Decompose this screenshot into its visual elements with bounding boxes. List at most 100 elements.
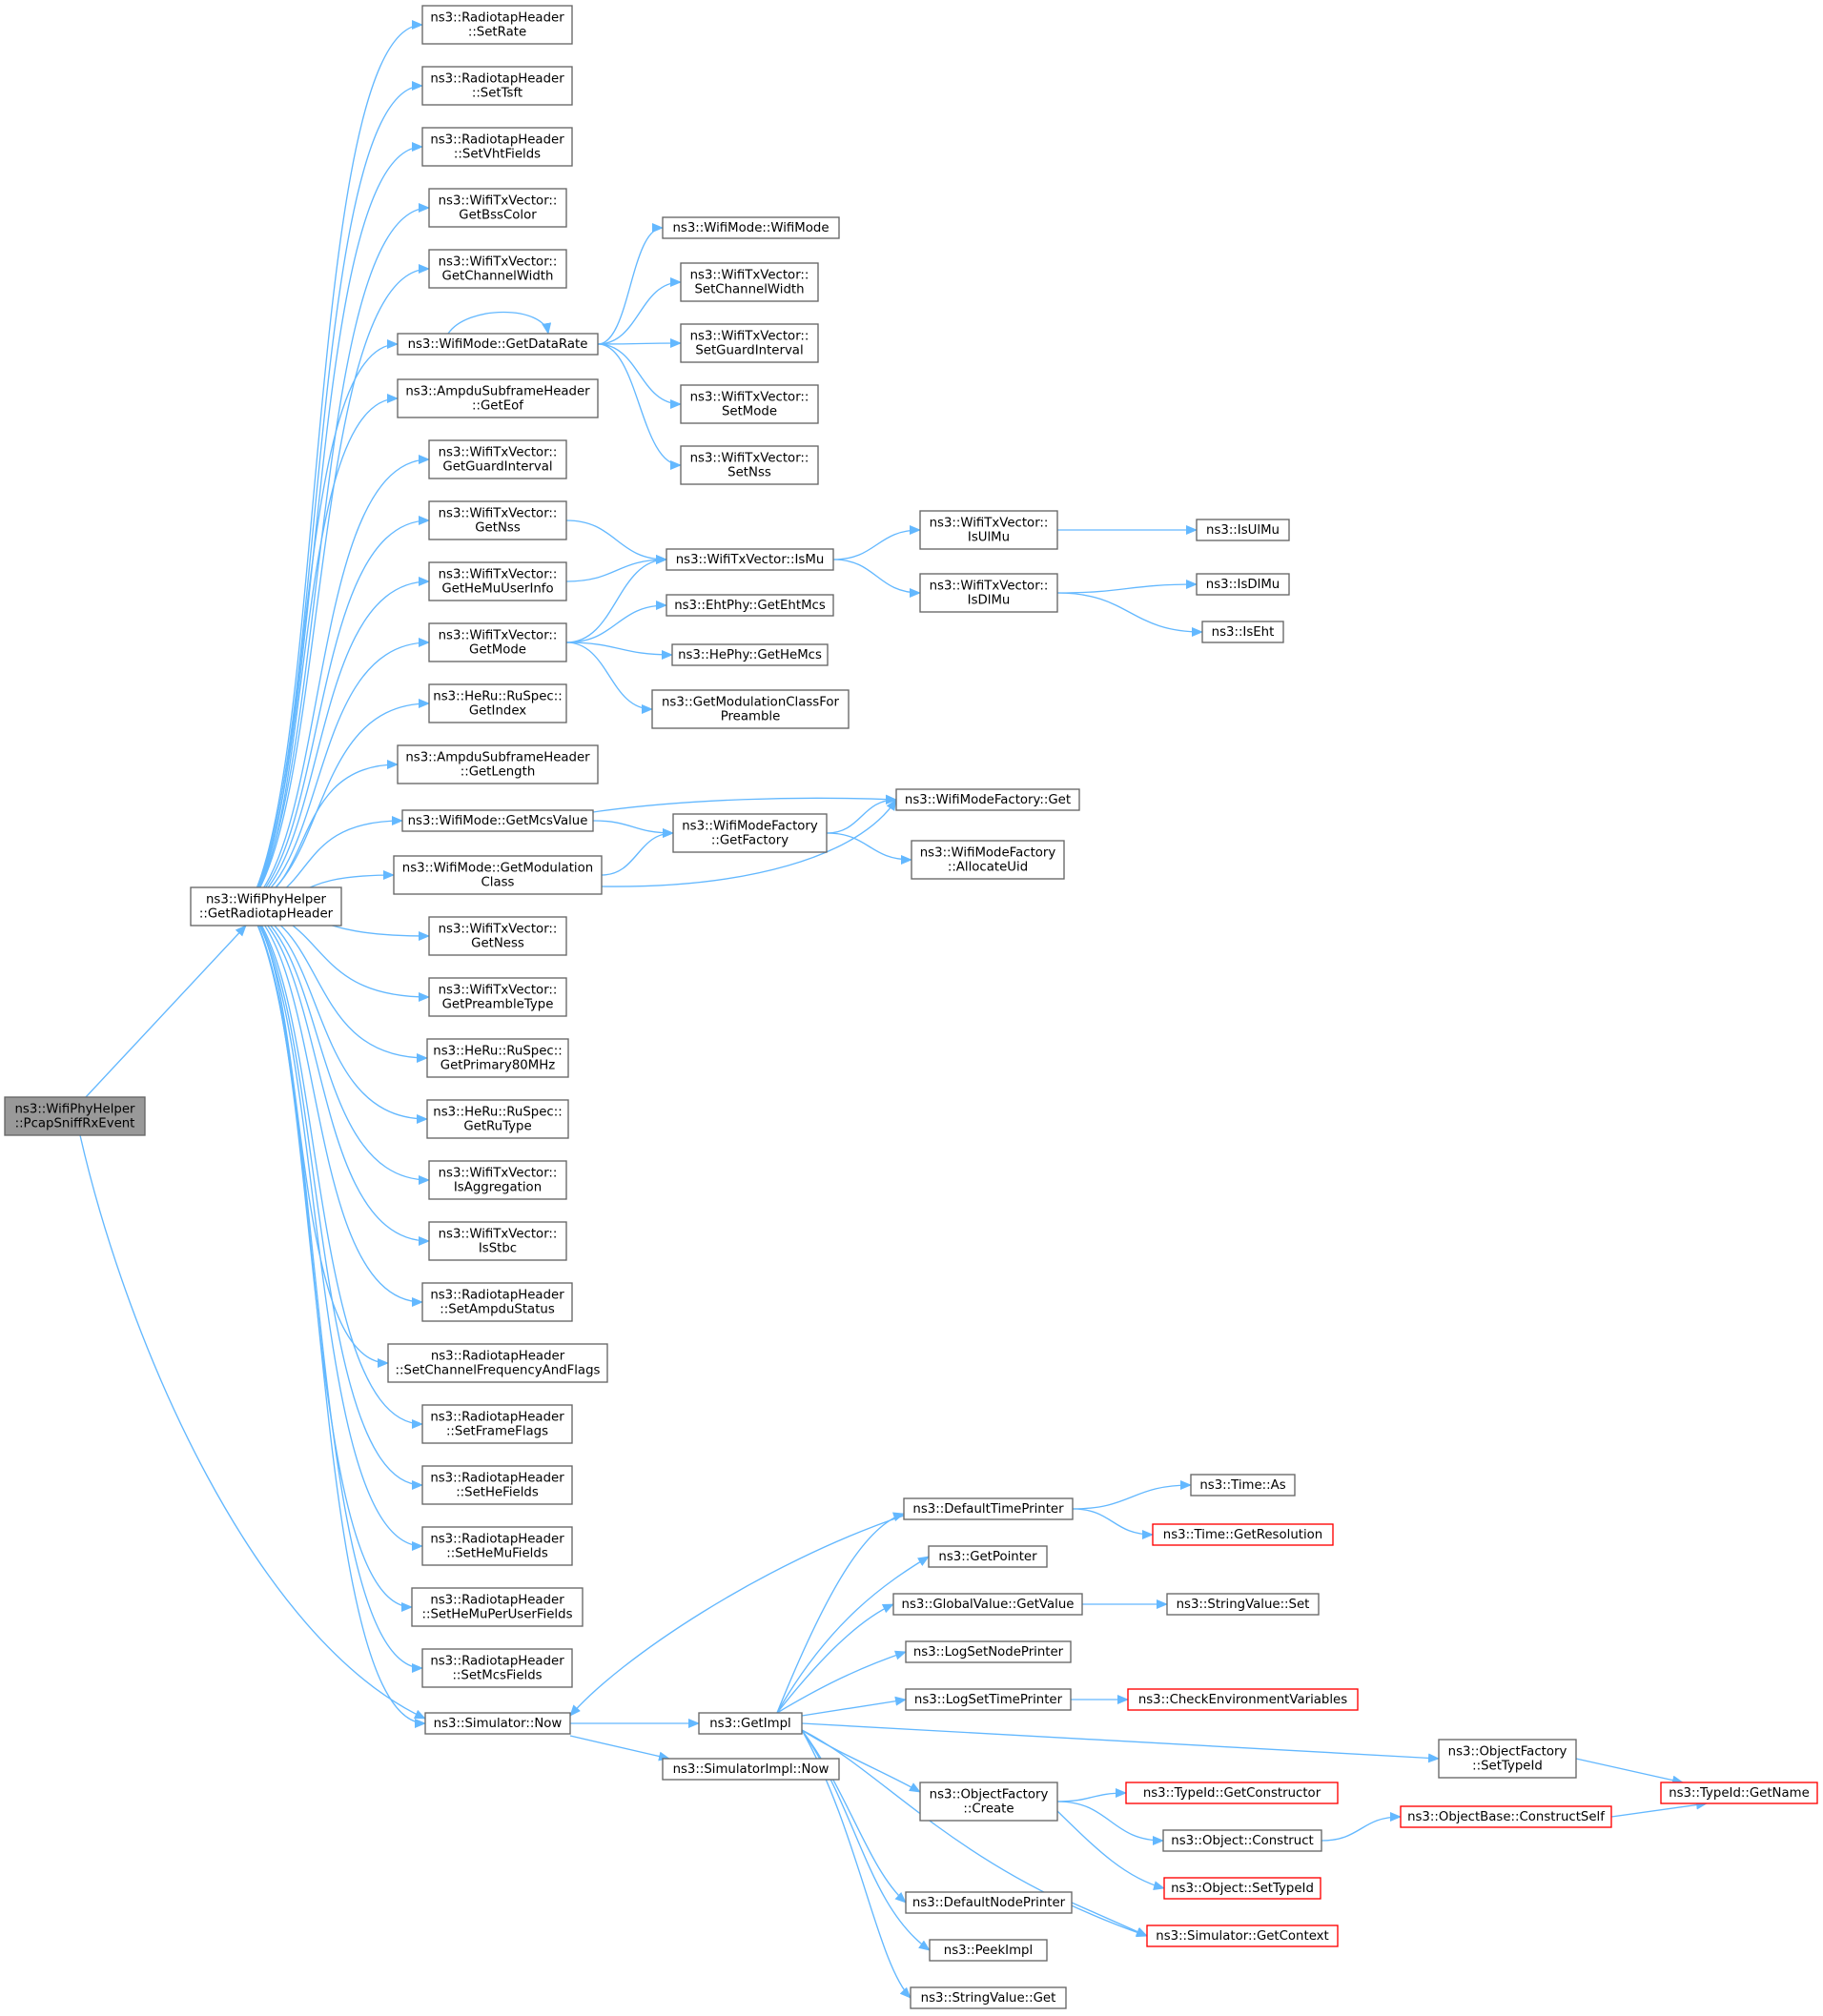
node-peek[interactable]: ns3::PeekImpl <box>929 1939 1048 1962</box>
node-box[interactable] <box>671 643 829 666</box>
node-shemu[interactable]: ns3::RadiotapHeader::SetHeMuFields <box>421 1526 573 1566</box>
node-box[interactable] <box>424 1712 571 1735</box>
node-svset[interactable]: ns3::StringValue::Set <box>1166 1593 1320 1616</box>
node-tgc[interactable]: ns3::TypeId::GetConstructor <box>1125 1782 1339 1804</box>
node-box[interactable] <box>1438 1739 1577 1779</box>
node-ost[interactable]: ns3::Object::SetTypeId <box>1163 1877 1321 1900</box>
node-box[interactable] <box>1400 1805 1612 1828</box>
node-box[interactable] <box>1152 1523 1334 1546</box>
node-svget[interactable]: ns3::StringValue::Get <box>910 1986 1067 2009</box>
node-box[interactable] <box>426 1038 569 1078</box>
node-box[interactable] <box>4 1096 146 1136</box>
node-gidx[interactable]: ns3::HeRu::RuSpec::GetIndex <box>428 683 567 723</box>
node-hemcs[interactable]: ns3::HePhy::GetHeMcs <box>671 643 829 666</box>
node-isehtf[interactable]: ns3::IsEht <box>1201 621 1284 643</box>
node-box[interactable] <box>428 916 567 956</box>
node-box[interactable] <box>1162 1829 1322 1852</box>
node-box[interactable] <box>393 855 603 895</box>
node-box[interactable] <box>680 262 819 302</box>
node-box[interactable] <box>1190 1474 1296 1497</box>
node-box[interactable] <box>421 66 573 106</box>
node-box[interactable] <box>1660 1782 1818 1804</box>
node-isulmu_v[interactable]: ns3::WifiTxVector::IsUlMu <box>919 510 1058 550</box>
node-gdr[interactable]: ns3::WifiMode::GetDataRate <box>397 333 599 356</box>
node-box[interactable] <box>929 1939 1048 1962</box>
node-schan[interactable]: ns3::RadiotapHeader::SetChannelFrequency… <box>387 1343 608 1383</box>
node-ofc[interactable]: ns3::ObjectFactory::Create <box>919 1782 1058 1822</box>
node-sampdu[interactable]: ns3::RadiotapHeader::SetAmpduStatus <box>421 1282 573 1322</box>
node-shemupu[interactable]: ns3::RadiotapHeader::SetHeMuPerUserField… <box>411 1587 584 1627</box>
node-sff[interactable]: ns3::RadiotapHeader::SetFrameFlags <box>421 1404 573 1444</box>
node-box[interactable] <box>698 1712 803 1735</box>
node-snss[interactable]: ns3::WifiTxVector::SetNss <box>680 445 819 485</box>
node-box[interactable] <box>662 1758 840 1781</box>
node-box[interactable] <box>428 439 567 479</box>
node-box[interactable] <box>190 886 342 927</box>
node-smode[interactable]: ns3::WifiTxVector::SetMode <box>680 384 819 424</box>
node-box[interactable] <box>928 1545 1048 1568</box>
node-smcs[interactable]: ns3::RadiotapHeader::SetMcsFields <box>421 1648 573 1688</box>
node-oc[interactable]: ns3::Object::Construct <box>1162 1829 1322 1852</box>
node-box[interactable] <box>421 1282 573 1322</box>
node-box[interactable] <box>680 384 819 424</box>
node-eof[interactable]: ns3::AmpduSubframeHeader::GetEof <box>397 378 599 418</box>
node-sgi[interactable]: ns3::WifiTxVector::SetGuardInterval <box>680 323 819 363</box>
node-wm[interactable]: ns3::WifiMode::WifiMode <box>662 216 840 239</box>
node-gness[interactable]: ns3::WifiTxVector::GetNess <box>428 916 567 956</box>
node-box[interactable] <box>426 1099 569 1139</box>
node-glen[interactable]: ns3::AmpduSubframeHeader::GetLength <box>397 744 599 784</box>
node-ismu[interactable]: ns3::WifiTxVector::IsMu <box>666 548 834 571</box>
node-gptr[interactable]: ns3::GetPointer <box>928 1545 1048 1568</box>
node-bss[interactable]: ns3::WifiTxVector::GetBssColor <box>428 188 567 228</box>
node-box[interactable] <box>1163 1877 1321 1900</box>
node-box[interactable] <box>905 1688 1072 1711</box>
node-isstbc[interactable]: ns3::WifiTxVector::IsStbc <box>428 1221 567 1261</box>
node-lsnp[interactable]: ns3::LogSetNodePrinter <box>905 1640 1072 1663</box>
node-box[interactable] <box>1125 1782 1339 1804</box>
node-gnss[interactable]: ns3::WifiTxVector::GetNss <box>428 500 567 540</box>
node-box[interactable] <box>910 1986 1067 2009</box>
node-scw[interactable]: ns3::WifiTxVector::SetChannelWidth <box>680 262 819 302</box>
node-box[interactable] <box>428 561 567 601</box>
node-box[interactable] <box>680 445 819 485</box>
node-box[interactable] <box>421 1526 573 1566</box>
node-box[interactable] <box>903 1497 1074 1520</box>
node-isdlmu[interactable]: ns3::IsDlMu <box>1196 573 1290 596</box>
node-pcap[interactable]: ns3::WifiPhyHelper::PcapSniffRxEvent <box>4 1096 146 1136</box>
node-getimpl[interactable]: ns3::GetImpl <box>698 1712 803 1735</box>
node-box[interactable] <box>1201 621 1284 643</box>
node-box[interactable] <box>421 1404 573 1444</box>
node-setRate[interactable]: ns3::RadiotapHeader::SetRate <box>421 5 573 45</box>
node-wmfau[interactable]: ns3::WifiModeFactory::AllocateUid <box>911 840 1065 880</box>
node-gmodc[interactable]: ns3::WifiMode::GetModulationClass <box>393 855 603 895</box>
node-box[interactable] <box>919 510 1058 550</box>
node-grh[interactable]: ns3::WifiPhyHelper::GetRadiotapHeader <box>190 886 342 927</box>
node-wmfget[interactable]: ns3::WifiModeFactory::Get <box>895 788 1080 811</box>
node-box[interactable] <box>428 683 567 723</box>
node-ofst[interactable]: ns3::ObjectFactory::SetTypeId <box>1438 1739 1577 1779</box>
node-box[interactable] <box>397 744 599 784</box>
node-box[interactable] <box>428 1221 567 1261</box>
node-box[interactable] <box>428 622 567 662</box>
node-box[interactable] <box>428 500 567 540</box>
node-box[interactable] <box>905 1640 1072 1663</box>
node-box[interactable] <box>1196 519 1290 541</box>
node-box[interactable] <box>662 216 840 239</box>
node-isdlmu_v[interactable]: ns3::WifiTxVector::IsDlMu <box>919 573 1058 613</box>
node-box[interactable] <box>1196 573 1290 596</box>
node-timeas[interactable]: ns3::Time::As <box>1190 1474 1296 1497</box>
node-box[interactable] <box>892 1593 1083 1616</box>
node-box[interactable] <box>1127 1688 1359 1711</box>
node-siminow[interactable]: ns3::SimulatorImpl::Now <box>662 1758 840 1781</box>
node-obcs[interactable]: ns3::ObjectBase::ConstructSelf <box>1400 1805 1612 1828</box>
node-box[interactable] <box>387 1343 608 1383</box>
node-box[interactable] <box>421 127 573 167</box>
node-box[interactable] <box>651 689 850 729</box>
node-box[interactable] <box>397 378 599 418</box>
node-gmode[interactable]: ns3::WifiTxVector::GetMode <box>428 622 567 662</box>
node-isagg[interactable]: ns3::WifiTxVector::IsAggregation <box>428 1160 567 1200</box>
node-iseht[interactable]: ns3::EhtPhy::GetEhtMcs <box>666 594 834 617</box>
node-cev[interactable]: ns3::CheckEnvironmentVariables <box>1127 1688 1359 1711</box>
node-gp80[interactable]: ns3::HeRu::RuSpec::GetPrimary80MHz <box>426 1038 569 1078</box>
